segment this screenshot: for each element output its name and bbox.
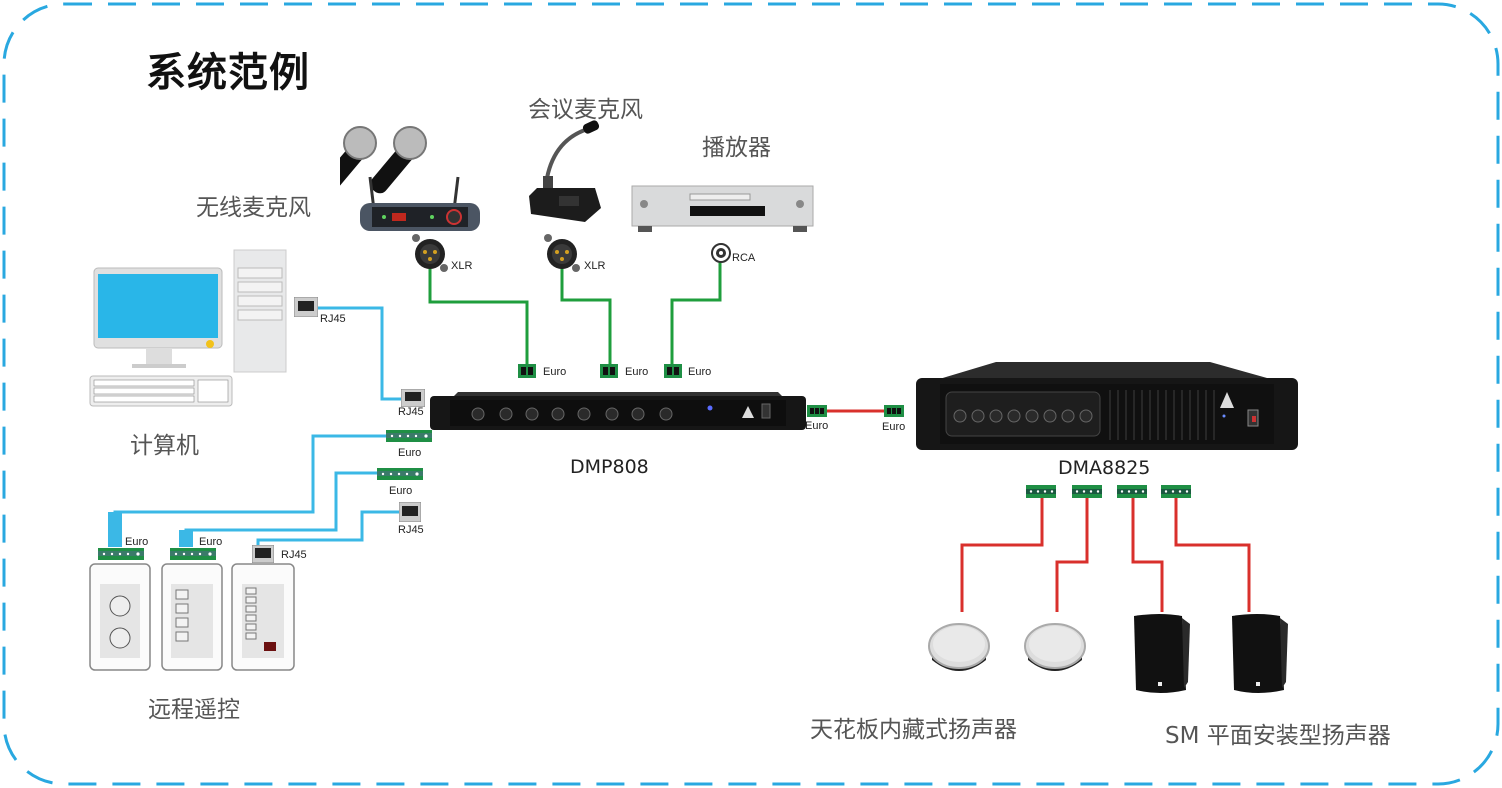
wireless-mic-label: 无线麦克风 (196, 195, 311, 221)
euro-label: Euro (882, 421, 906, 433)
rj45-label: RJ45 (398, 406, 424, 418)
rj45-label: RJ45 (281, 549, 307, 561)
wire-remote-3 (256, 510, 410, 545)
dmp808-device-image (430, 392, 806, 430)
euro-label: Euro (125, 536, 149, 548)
euro-label: Euro (398, 447, 422, 459)
euro-4pin-connector-icon (1161, 485, 1191, 498)
wire-speaker-4 (1174, 498, 1251, 612)
dma8825-device-image (916, 362, 1298, 450)
euro-4pin-connector-icon (1026, 485, 1056, 498)
surface-speaker-image (1134, 614, 1190, 693)
wire-player (670, 262, 722, 368)
player-label: 播放器 (702, 135, 771, 161)
euro-5pin-connector-icon (98, 548, 144, 560)
wire-speaker-2 (1055, 498, 1089, 612)
wire-computer-rj45 (298, 306, 420, 401)
euro-3pin-connector-icon (884, 405, 904, 417)
dmp808-label: DMP808 (570, 456, 649, 478)
rj45-port-icon (399, 502, 421, 522)
euro-2pin-connector-icon (664, 364, 682, 378)
rj45-port-icon (401, 389, 425, 407)
wireless-mic-receiver-image (340, 126, 480, 231)
surface-speaker-image (1232, 614, 1288, 693)
rj45-port-icon (252, 545, 274, 563)
computer-label: 计算机 (130, 433, 199, 459)
euro-5pin-connector-icon (377, 468, 423, 480)
euro-4pin-connector-icon (1117, 485, 1147, 498)
euro-label: Euro (199, 536, 223, 548)
remote-label: 远程遥控 (148, 697, 240, 723)
rca-label: RCA (732, 252, 756, 264)
remote-panels-image (89, 563, 295, 671)
xlr-label: XLR (451, 260, 473, 272)
surface-speakers-label: SM 平面安装型扬声器 (1165, 723, 1391, 749)
rj45-label: RJ45 (398, 524, 424, 536)
euro-5pin-connector-icon (386, 430, 432, 442)
wire-wireless-mic (428, 262, 529, 368)
euro-label: Euro (625, 366, 649, 378)
wire-speaker-1 (960, 498, 1044, 612)
euro-2pin-connector-icon (600, 364, 618, 378)
ceiling-speakers-label: 天花板内藏式扬声器 (810, 717, 1017, 743)
cd-player-image (631, 185, 814, 232)
euro-4pin-connector-icon (1072, 485, 1102, 498)
page-title: 系统范例 (146, 50, 310, 96)
conference-mic-image (529, 120, 601, 222)
wire-remote-2 (184, 471, 420, 545)
xlr-connector-icon (412, 234, 448, 272)
rj45-label: RJ45 (320, 313, 346, 325)
xlr-connector-icon (544, 234, 580, 272)
euro-label: Euro (688, 366, 712, 378)
euro-label: Euro (543, 366, 567, 378)
euro-3pin-connector-icon (807, 405, 827, 417)
euro-label: Euro (389, 485, 413, 497)
ceiling-speaker-image (928, 623, 990, 671)
dma8825-label: DMA8825 (1058, 457, 1151, 479)
wire-conference-mic (560, 262, 612, 368)
rj45-port-icon (294, 297, 318, 317)
euro-5pin-connector-icon (170, 548, 216, 560)
ceiling-speaker-image (1024, 623, 1086, 671)
wire-speaker-3 (1131, 498, 1164, 612)
euro-2pin-connector-icon (518, 364, 536, 378)
rca-connector-icon (711, 243, 731, 263)
euro-label: Euro (805, 420, 829, 432)
conference-mic-label: 会议麦克风 (528, 97, 643, 123)
xlr-label: XLR (584, 260, 606, 272)
computer-image (89, 249, 287, 407)
